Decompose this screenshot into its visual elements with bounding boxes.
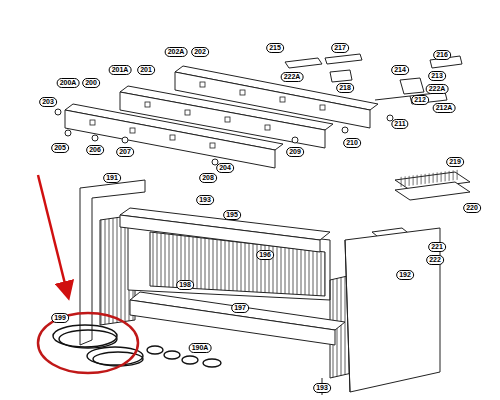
callout-number: 201A bbox=[109, 65, 132, 75]
callout-number: 220 bbox=[463, 203, 481, 213]
callout-number: 211 bbox=[391, 119, 408, 129]
callout-number: 217 bbox=[331, 43, 349, 53]
callout-number: 221 bbox=[428, 242, 446, 252]
callout-number: 208 bbox=[199, 173, 217, 183]
callout-number: 218 bbox=[336, 83, 354, 93]
callout-number: 214 bbox=[391, 65, 409, 75]
callout-number: 190A bbox=[189, 343, 212, 353]
callout-number: 207 bbox=[116, 147, 134, 157]
callout-number: 196 bbox=[256, 250, 274, 260]
callout-number: 202 bbox=[191, 47, 209, 57]
callout-number: 200A bbox=[57, 78, 80, 88]
callout-number: 203 bbox=[39, 97, 57, 107]
callout-number: 191 bbox=[103, 173, 121, 183]
callout-number: 213 bbox=[428, 71, 446, 81]
callout-number: 199 bbox=[51, 313, 69, 323]
callout-number: 212A bbox=[433, 103, 456, 113]
callout-number: 201 bbox=[137, 65, 155, 75]
callout-number: 202A bbox=[165, 47, 188, 57]
callout-number: 222A bbox=[426, 84, 449, 94]
callout-number: 222A bbox=[281, 72, 304, 82]
callout-number: 219 bbox=[446, 157, 464, 167]
callout-number: 206 bbox=[86, 145, 104, 155]
callout-number: 198 bbox=[176, 280, 194, 290]
callout-number: 209 bbox=[286, 147, 304, 157]
callout-number: 195 bbox=[223, 210, 241, 220]
callout-number: 205 bbox=[51, 143, 69, 153]
callout-number: 200 bbox=[82, 78, 100, 88]
callout-number: 215 bbox=[266, 43, 284, 53]
callout-number: 210 bbox=[343, 138, 361, 148]
callout-number: 216 bbox=[433, 50, 451, 60]
callout-number: 204 bbox=[216, 163, 234, 173]
callout-number: 193 bbox=[196, 195, 214, 205]
callout-number: 197 bbox=[231, 303, 249, 313]
callout-number: 222 bbox=[426, 255, 444, 265]
callout-number: 192 bbox=[396, 270, 414, 280]
callout-number: 193 bbox=[313, 383, 331, 393]
callout-number: 212 bbox=[411, 95, 429, 105]
